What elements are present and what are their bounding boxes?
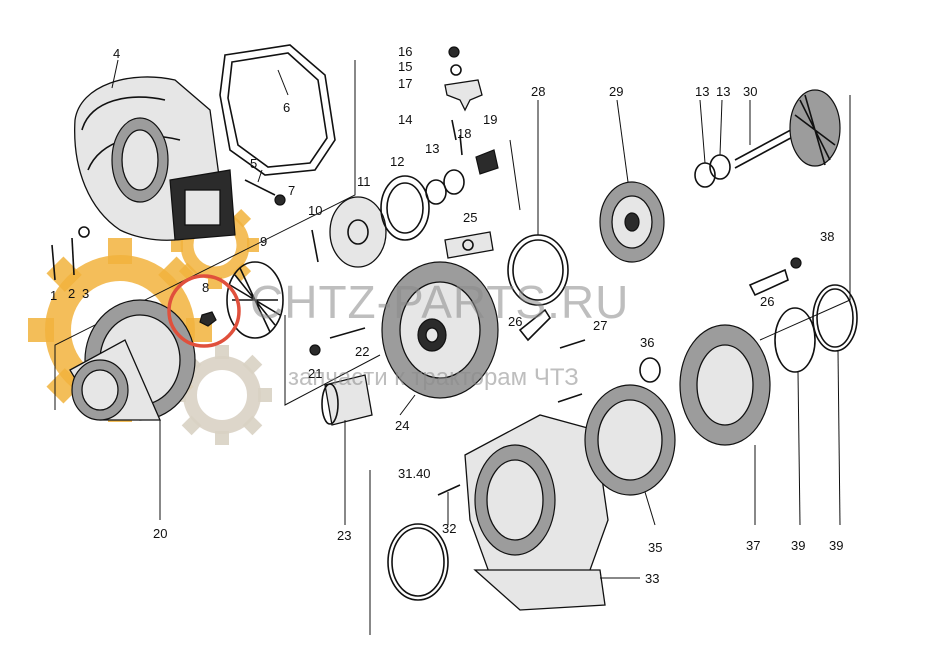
callout-5: 5 [250,156,257,171]
callout-12: 12 [390,154,404,169]
part-29-bearing-disc [599,181,665,263]
parts-15-17-fittings [444,46,483,112]
callout-13-right-2: 13 [716,84,730,99]
callout-18: 18 [457,126,471,141]
callout-37: 37 [746,538,760,553]
callout-3: 3 [82,286,89,301]
part-23-sleeve [321,374,373,426]
parts-14-18-bolts [451,119,463,156]
callout-24: 24 [395,418,409,433]
callout-19: 19 [483,112,497,127]
callout-29: 29 [609,84,623,99]
callout-4: 4 [113,46,120,61]
part-4-turbine-housing [74,76,236,241]
parts-13-rings-center [425,169,465,205]
part-11-disc [329,196,387,268]
part-37-shroud [679,324,771,446]
callout-26-center: 26 [508,314,522,329]
part-35-nozzle-ring [584,384,676,496]
callout-2: 2 [68,286,75,301]
callout-21: 21 [308,366,322,381]
parts-1-3-bolts-left [51,226,90,281]
part-12-gasket-ring [380,175,430,241]
callout-13-center: 13 [425,141,439,156]
callout-20: 20 [153,526,167,541]
part-24-center-housing [381,261,499,399]
leader-lines [111,59,841,579]
callout-25: 25 [463,210,477,225]
part-32-stud [437,484,461,496]
callout-22: 22 [355,344,369,359]
watermark-text: CHTZ-PARTS.RU запчасти к тракторам ЧТЗ [250,276,629,391]
callout-11: 11 [357,174,371,189]
callout-38: 38 [820,229,834,244]
part-31-40-o-ring [387,523,449,601]
callout-17: 17 [398,76,412,91]
callout-36: 36 [640,335,654,350]
callout-9: 9 [260,234,267,249]
callout-6: 6 [283,100,290,115]
parts-13-rings-upper-right [694,154,731,188]
part-6-gasket [219,44,336,176]
part-19-bushing [475,149,499,175]
part-33-turbine-inlet-housing [464,414,609,611]
callout-28: 28 [531,84,545,99]
part-8-nut-highlighted [167,274,241,348]
callout-23: 23 [337,528,351,543]
part-25-flange-plate [444,231,494,259]
callout-35: 35 [648,540,662,555]
callout-10: 10 [308,203,322,218]
callout-1: 1 [50,288,57,303]
callout-8: 8 [202,280,209,295]
callout-39-left: 39 [791,538,805,553]
callout-15: 15 [398,59,412,74]
part-10-bolt [311,229,319,263]
callout-16: 16 [398,44,412,59]
watermark-brand: CHTZ-PARTS.RU [250,276,629,328]
parts-21-22-fasteners [309,327,366,356]
parts-26-27-brackets [518,257,802,403]
part-20-compressor-housing [69,299,196,421]
part-36-washer [639,357,661,383]
callout-33: 33 [645,571,659,586]
callout-14: 14 [398,112,412,127]
parts-39-rings [774,284,858,373]
part-9-compressor-wheel [226,261,284,339]
callout-31-40: 31.40 [398,466,431,481]
callout-labels: 1 2 3 4 5 6 7 8 9 10 11 12 13 13 13 14 1… [50,44,843,586]
callout-32: 32 [442,521,456,536]
watermark-tagline: запчасти к тракторам ЧТЗ [288,364,579,391]
callout-26-right: 26 [760,294,774,309]
callout-30: 30 [743,84,757,99]
callout-39-right: 39 [829,538,843,553]
callout-7: 7 [288,183,295,198]
callout-27: 27 [593,318,607,333]
callout-13-right-1: 13 [695,84,709,99]
part-30-turbine-shaft-wheel [734,89,841,169]
parts-5-7-bolts [244,179,286,206]
